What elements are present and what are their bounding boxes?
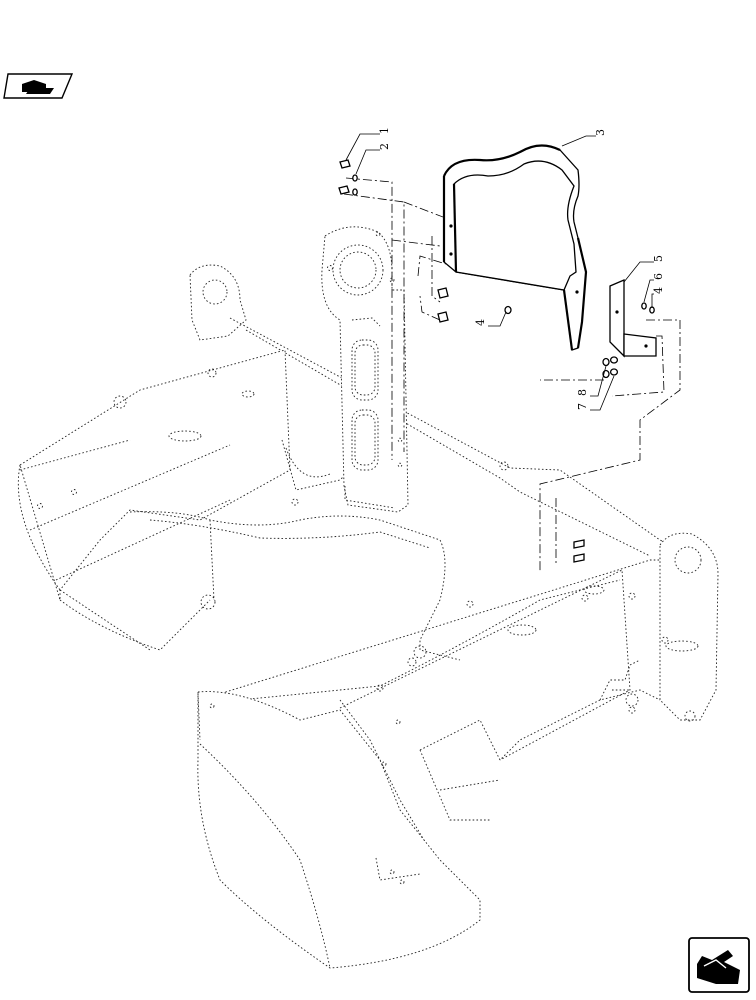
callout-6: 5 xyxy=(652,255,665,262)
part-1-shield[interactable] xyxy=(442,144,588,351)
callout-5: 4 xyxy=(652,287,665,294)
callout-2: 4 xyxy=(474,319,487,326)
callout-8: 8 xyxy=(576,389,589,396)
vertical-bracket-ghost xyxy=(321,226,409,513)
next-page-arrow-icon[interactable] xyxy=(688,937,750,993)
assembly-centerlines xyxy=(343,177,681,572)
hardware-fasteners xyxy=(338,159,655,563)
manual-reference-icon[interactable] xyxy=(3,73,74,99)
callout-1: 3 xyxy=(594,129,607,136)
callout-3: 1 xyxy=(378,127,391,134)
part-6-bracket[interactable] xyxy=(609,279,657,358)
callout-labels: 1 2 3 4 5 6 4 8 7 xyxy=(378,127,665,410)
callout-leaders xyxy=(345,133,654,411)
callout-7: 7 xyxy=(576,403,589,410)
callout-4-lower: 6 xyxy=(652,273,665,280)
frame-ghost-outline xyxy=(17,264,719,969)
callout-4: 2 xyxy=(378,143,391,150)
